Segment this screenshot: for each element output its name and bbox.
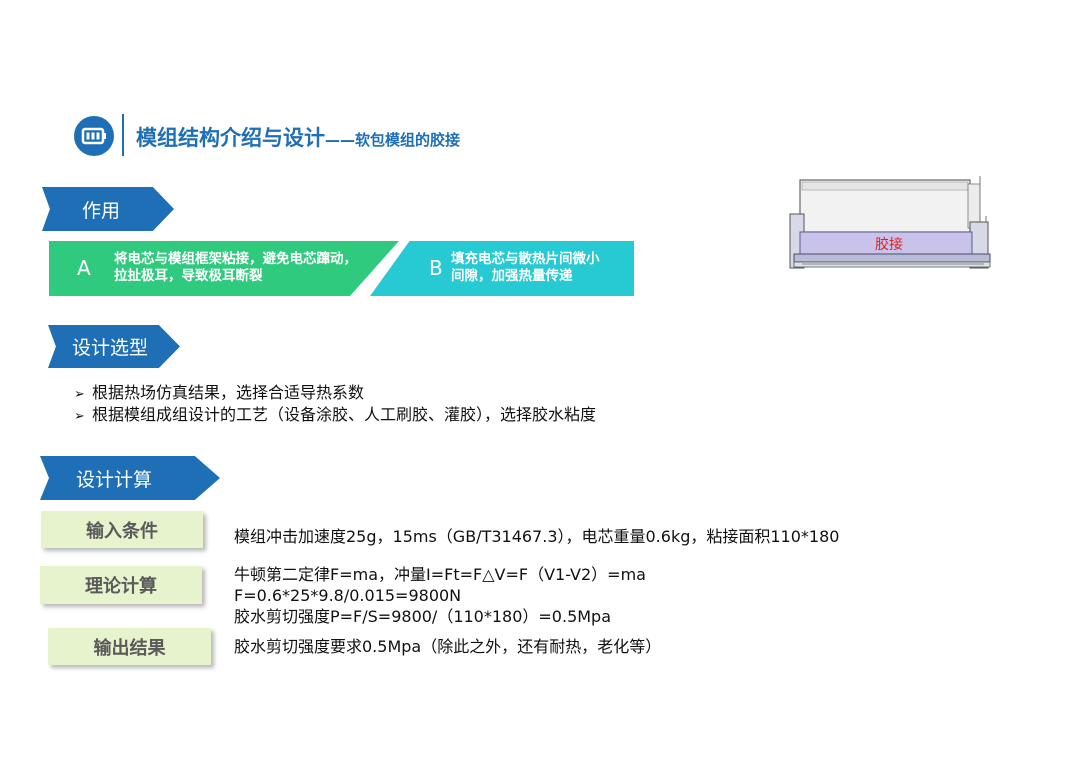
theory-calc-button: 理论计算 (40, 566, 202, 604)
role-item-b-line1: 填充电芯与散热片间微小 (451, 251, 600, 267)
role-item-a-line2: 拉扯极耳，导致极耳断裂 (114, 268, 263, 284)
role-item-b (370, 241, 634, 296)
design-bullet-2: ➢ 根据模组成组设计的工艺（设备涂胶、人工刷胶、灌胶），选择胶水粘度 (74, 401, 596, 425)
role-item-b-line2: 间隙，加强热量传递 (451, 268, 573, 284)
section-calc-tag: 设计计算 (40, 456, 220, 500)
role-item-a-line1: 将电芯与模组框架粘接，避免电芯蹿动， (114, 251, 357, 267)
glue-label: 胶接 (875, 237, 903, 253)
output-result-text: 胶水剪切强度要求0.5Mpa（除此之外，还有耐热，老化等） (234, 637, 662, 656)
bullet-arrow-icon: ➢ (74, 409, 85, 424)
theory-line-1: 牛顿第二定律F=ma，冲量I=Ft=F△V=F（V1-V2）=ma (234, 565, 646, 584)
header-divider (122, 114, 124, 156)
output-result-label: 输出结果 (93, 637, 166, 659)
role-item-a-text: 将电芯与模组框架粘接，避免电芯蹿动， 拉扯极耳，导致极耳断裂 (114, 251, 357, 285)
input-condition-text: 模组冲击加速度25g，15ms（GB/T31467.3），电芯重量0.6kg，粘… (234, 527, 840, 546)
section-design-tag: 设计选型 (48, 325, 180, 368)
role-item-b-letter: B (429, 256, 443, 280)
title-subtitle: ——软包模组的胶接 (325, 131, 461, 149)
input-condition-label: 输入条件 (86, 520, 158, 542)
section-role-tag: 作用 (42, 187, 174, 231)
role-item-a (49, 241, 399, 296)
design-bullet-2-text: 根据模组成组设计的工艺（设备涂胶、人工刷胶、灌胶），选择胶水粘度 (92, 405, 597, 424)
role-item-a-letter: A (77, 256, 91, 280)
theory-calc-text: 牛顿第二定律F=ma，冲量I=Ft=F△V=F（V1-V2）=ma F=0.6*… (234, 564, 646, 627)
role-item-b-text: 填充电芯与散热片间微小 间隙，加强热量传递 (451, 251, 600, 285)
design-bullet-1-text: 根据热场仿真结果，选择合适导热系数 (92, 383, 365, 402)
battery-icon (74, 116, 114, 156)
section-role-label: 作用 (82, 199, 121, 222)
theory-line-3: 胶水剪切强度P=F/S=9800/（110*180）=0.5Mpa (234, 607, 612, 626)
section-design-label: 设计选型 (72, 337, 149, 359)
theory-calc-label: 理论计算 (85, 576, 157, 597)
output-result-button: 输出结果 (48, 628, 211, 665)
section-calc-label: 设计计算 (76, 468, 153, 491)
page-title: 模组结构介绍与设计——软包模组的胶接 (136, 122, 460, 152)
title-main: 模组结构介绍与设计 (136, 126, 325, 150)
module-diagram: 胶接 (788, 170, 996, 276)
input-condition-button: 输入条件 (41, 511, 203, 548)
design-bullet-1: ➢ 根据热场仿真结果，选择合适导热系数 (74, 379, 364, 403)
theory-line-2: F=0.6*25*9.8/0.015=9800N (234, 586, 462, 605)
bullet-arrow-icon: ➢ (74, 387, 85, 402)
